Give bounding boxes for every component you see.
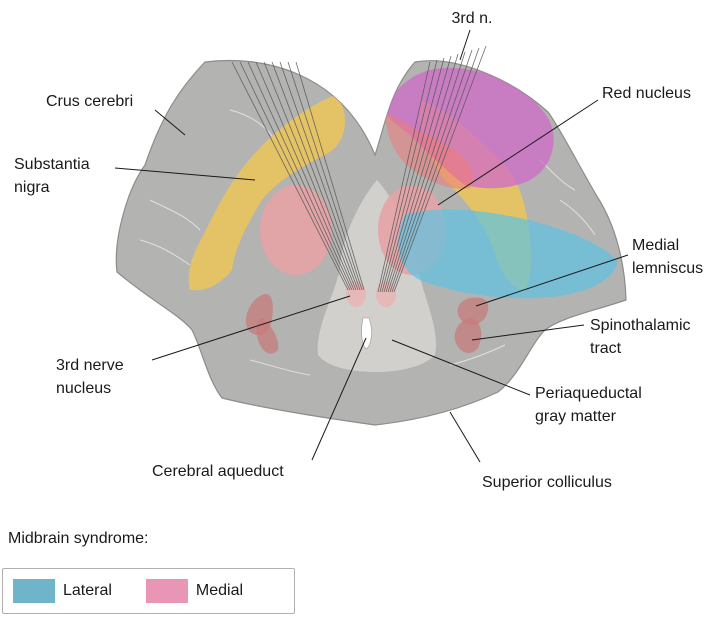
label-periaqueductal-1: Periaqueductal [535,385,642,402]
label-cerebral-aqueduct: Cerebral aqueduct [152,463,284,480]
label-red-nucleus: Red nucleus [602,85,691,102]
legend-label-medial: Medial [196,582,243,600]
label-spinothalamic-2: tract [590,340,622,357]
label-spinothalamic-1: Spinothalamic [590,317,691,334]
label-medial-lemniscus-2: lemniscus [632,260,703,277]
label-substantia-nigra-1: Substantia [14,156,90,173]
legend-item-lateral: Lateral [13,579,112,603]
label-superior-colliculus: Superior colliculus [482,474,612,491]
leader-third-n [460,30,470,60]
label-medial-lemniscus-1: Medial [632,237,679,254]
legend: Lateral Medial [2,568,295,614]
legend-caption: Midbrain syndrome: [8,530,149,548]
label-substantia-nigra-2: nigra [14,179,50,196]
label-crus-cerebri: Crus cerebri [46,93,133,110]
label-periaqueductal-2: gray matter [535,408,617,425]
label-third-nerve-nucleus-2: nucleus [56,380,111,397]
label-third-nerve-nucleus-1: 3rd nerve [56,357,124,374]
legend-swatch-lateral [13,579,55,603]
legend-item-medial: Medial [146,579,243,603]
label-third-n: 3rd n. [452,10,493,27]
legend-swatch-medial [146,579,188,603]
legend-label-lateral: Lateral [63,582,112,600]
leader-superior-colliculus [450,412,480,462]
